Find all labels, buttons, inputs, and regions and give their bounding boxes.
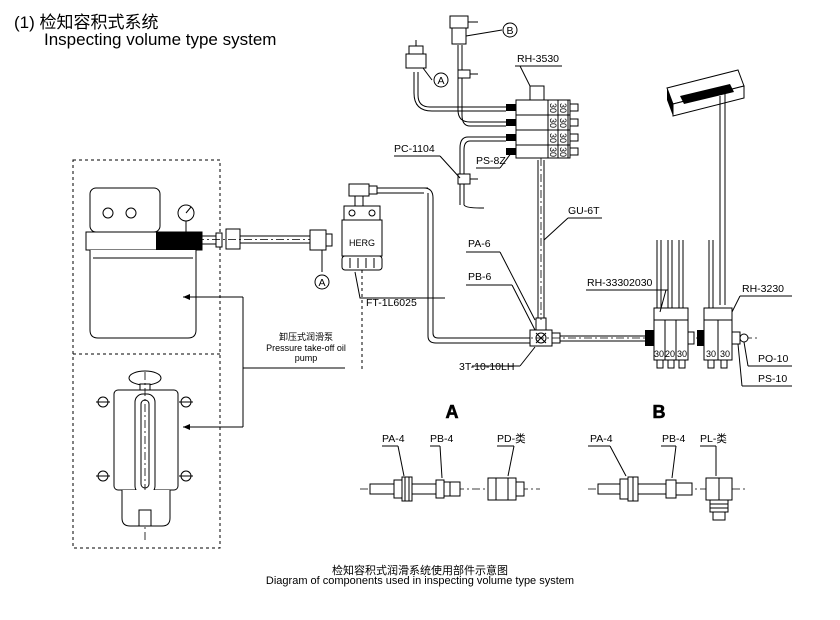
main-pipe	[423, 187, 530, 344]
pa6-pb6-leaders	[466, 251, 536, 331]
ft-label: FT-1L6025	[366, 297, 417, 309]
pc1104-leader	[394, 155, 461, 179]
gu6t-pipe	[537, 158, 545, 320]
section-a-heading: A	[446, 402, 459, 422]
pump-side-view	[85, 187, 333, 339]
title-english: Inspecting volume type system	[44, 30, 277, 49]
section-a-pa4-label: PA-4	[382, 433, 405, 445]
svg-text:30: 30	[548, 103, 558, 113]
gu6t-leader	[543, 217, 602, 241]
connector-b: B	[502, 22, 518, 38]
pump-label-en-1: Pressure take-off oil	[266, 343, 346, 353]
pb6-label: PB-6	[468, 271, 492, 283]
svg-text:30: 30	[558, 103, 568, 113]
pc1104-label: PC-1104	[394, 143, 435, 155]
rh3530-leader	[515, 65, 562, 87]
clamp-pc1104	[457, 173, 478, 185]
section-b-parts	[588, 476, 746, 521]
svg-text:30: 30	[654, 349, 664, 359]
section-a-parts	[360, 476, 540, 502]
section-a-pb4-label: PB-4	[430, 433, 454, 445]
svg-text:30: 30	[720, 349, 730, 359]
section-b-pb4-label: PB-4	[662, 433, 686, 445]
connector-a-top: A	[433, 72, 449, 88]
svg-text:A: A	[318, 277, 325, 289]
svg-text:A: A	[437, 75, 444, 87]
tee-label-leader	[472, 346, 536, 367]
rh3230-label: RH-3230	[742, 283, 784, 295]
clamp-top	[457, 69, 478, 79]
filter-herg: HERG	[341, 183, 428, 370]
title-chinese: (1) 检知容积式系统	[14, 13, 159, 32]
herg-label: HERG	[349, 238, 375, 248]
svg-text:30: 30	[706, 349, 716, 359]
distributor-rh3530: 30 30 30 30 30 30 30 30	[506, 85, 579, 159]
rh3230-leader	[731, 295, 792, 313]
section-b-pl-label: PL-类	[700, 432, 727, 445]
section-b-leaders	[588, 445, 717, 479]
rh3530-label: RH-3530	[517, 53, 559, 65]
pa6-label: PA-6	[468, 238, 491, 250]
section-b-pa4-label: PA-4	[590, 433, 613, 445]
connector-a-left: A	[314, 274, 330, 290]
caption-english: Diagram of components used in inspecting…	[265, 575, 575, 587]
ps10-label: PS-10	[758, 373, 787, 385]
pump-label-en-2: pump	[295, 353, 318, 363]
ps8z-leader	[476, 151, 513, 169]
top-left-fitting	[405, 40, 433, 81]
distributor-rh33302030: 30 20 30	[645, 240, 695, 369]
gu6t-label: GU-6T	[568, 205, 600, 217]
section-a-leaders	[382, 445, 515, 479]
svg-text:30: 30	[677, 349, 687, 359]
svg-text:B: B	[506, 25, 513, 37]
pump-leader-lines	[183, 294, 345, 430]
svg-text:30: 30	[558, 118, 568, 128]
distributor-tubes	[413, 45, 506, 209]
pump-label-cn: 卸压式润滑泵	[279, 331, 333, 342]
po10-label: PO-10	[758, 353, 789, 365]
caption-chinese: 检知容积式润滑系统使用部件示意图	[332, 565, 508, 577]
rh33302030-label: RH-33302030	[587, 277, 653, 289]
svg-text:20: 20	[665, 349, 675, 359]
svg-text:30: 30	[558, 133, 568, 143]
slide-block	[666, 69, 745, 305]
svg-text:30: 30	[558, 147, 568, 157]
svg-text:30: 30	[548, 133, 558, 143]
distributor-rh3230: 30 30	[697, 240, 749, 369]
pump-front-view	[96, 370, 193, 540]
pump-enclosure	[72, 159, 221, 549]
ps8z-label: PS-8Z	[476, 155, 506, 167]
svg-text:30: 30	[548, 147, 558, 157]
po10-ps10-leaders	[737, 341, 792, 387]
rh33302030-leader	[586, 289, 668, 313]
svg-text:30: 30	[548, 118, 558, 128]
top-right-fitting	[449, 15, 503, 45]
section-b-heading: B	[653, 402, 666, 422]
section-a-pd-label: PD-类	[497, 432, 526, 445]
ft-label-leader	[354, 271, 445, 299]
tee-label: 3T-10-10LH	[459, 361, 514, 373]
